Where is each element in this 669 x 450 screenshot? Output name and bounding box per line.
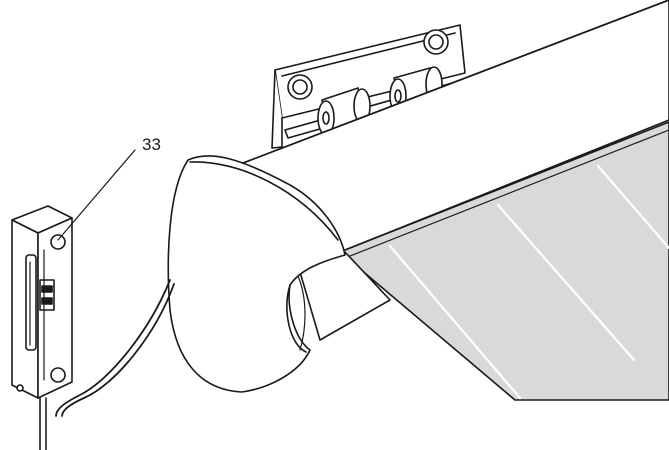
bolt-right-top xyxy=(423,29,449,55)
fabric-seam-2 xyxy=(496,203,636,362)
bracket-bolts xyxy=(287,29,449,100)
awning-fabric xyxy=(339,121,669,401)
callout-leader-line xyxy=(57,149,136,241)
fabric-seam-1 xyxy=(388,244,522,400)
sensor-cable xyxy=(55,279,175,417)
wind-sensor-box xyxy=(11,205,73,399)
end-cap xyxy=(167,155,346,393)
sensor-top-knob xyxy=(50,234,66,250)
sensor-screw xyxy=(16,384,24,392)
sensor-cable-exit xyxy=(39,397,47,450)
callout-number-33: 33 xyxy=(142,135,161,154)
fabric-seam-3 xyxy=(596,164,669,250)
sensor-bottom-knob xyxy=(50,367,66,383)
bolt-left-top xyxy=(287,74,313,100)
